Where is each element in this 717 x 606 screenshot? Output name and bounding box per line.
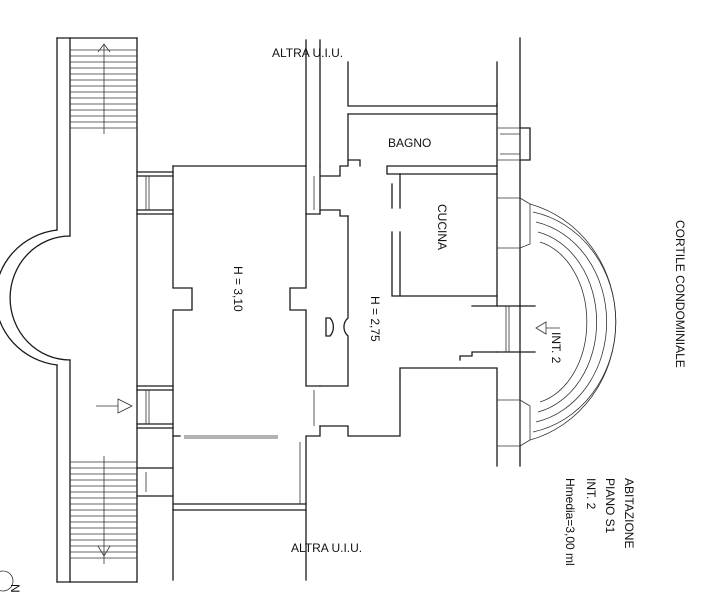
entry-arrow-icon [96, 398, 133, 414]
label-int2-entrance: INT. 2 [549, 332, 563, 364]
main-room [172, 165, 321, 581]
legend-line-3: INT. 2 [584, 478, 598, 510]
right-facade [497, 37, 531, 467]
legend-line-4: Hmedia=3,00 ml [563, 478, 577, 566]
lower-stair [70, 456, 137, 564]
left-windows [136, 171, 174, 497]
entrance-int2 [399, 103, 560, 467]
north-label: N [8, 584, 22, 593]
label-h-corridor: H = 2,75 [368, 296, 382, 342]
label-cortile: CORTILE CONDOMINIALE [673, 220, 687, 368]
cucina-room [391, 173, 498, 307]
legend: ABITAZIONE PIANO S1 INT. 2 Hmedia=3,00 m… [563, 478, 636, 566]
corridor-column [313, 113, 401, 437]
entrance-arrow-icon [535, 321, 560, 335]
left-stair-block [0, 37, 138, 583]
upper-stair [70, 43, 137, 134]
label-altra-top: ALTRA U.I.U. [272, 46, 343, 60]
label-cucina: CUCINA [435, 204, 449, 250]
north-indicator: N [0, 570, 22, 593]
label-h-main: H = 3,10 [231, 266, 245, 312]
upper-unit-walls [305, 39, 498, 167]
label-bagno: BAGNO [388, 136, 431, 150]
bagno-room [347, 113, 498, 175]
legend-line-1: ABITAZIONE [622, 478, 636, 548]
label-altra-bottom: ALTRA U.I.U. [291, 541, 362, 555]
courtyard-steps [529, 203, 617, 441]
legend-line-2: PIANO S1 [603, 478, 617, 534]
